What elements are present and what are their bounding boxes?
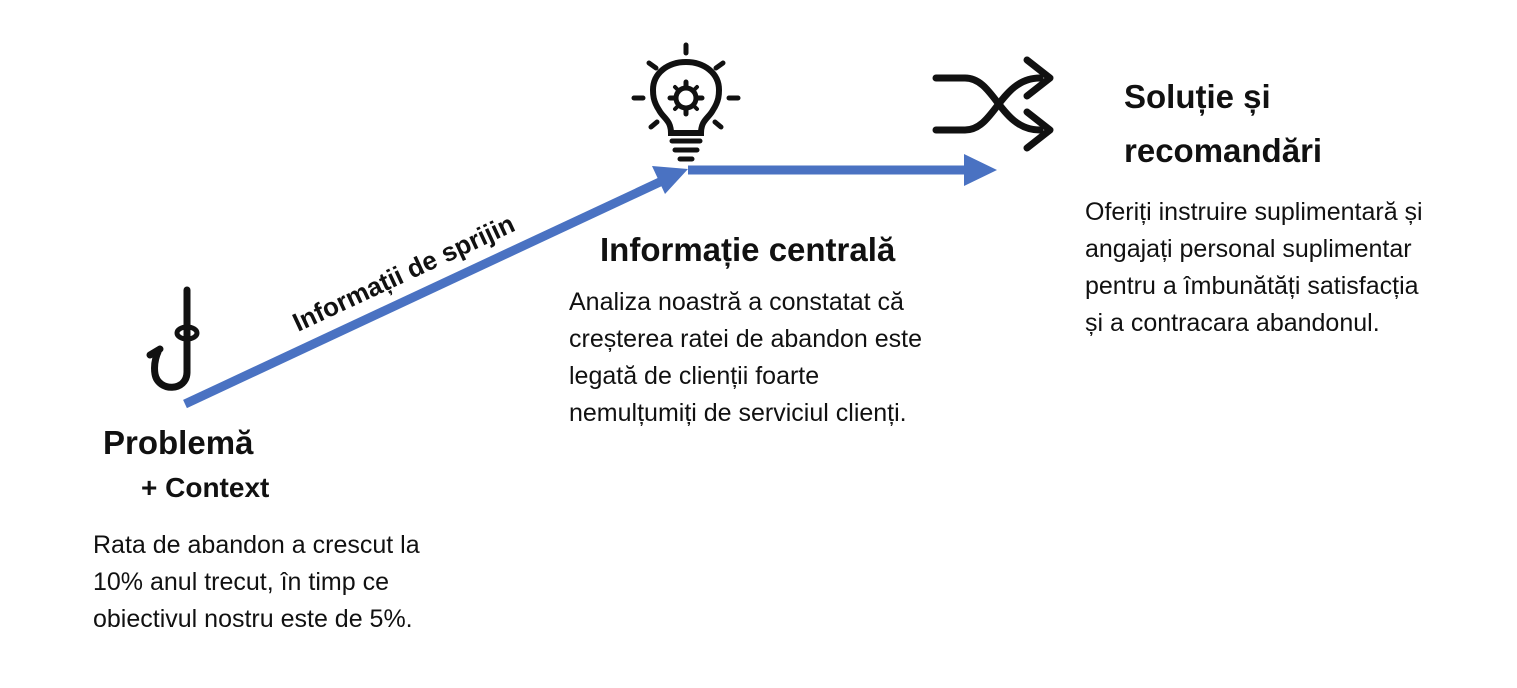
problem-text: Rata de abandon a crescut la 10% anul tr… — [93, 527, 420, 638]
problem-subtitle: + Context — [141, 472, 270, 503]
solution-text: Oferiți instruire suplimentară și angaja… — [1085, 194, 1423, 342]
central-text-line: legată de clienții foarte — [569, 362, 820, 390]
central-title: Informație centrală — [600, 231, 896, 268]
solution-title-line: Soluție și — [1124, 78, 1271, 115]
problem-text-line: obiectivul nostru este de 5%. — [93, 605, 413, 633]
central-text-line: nemulțumiți de serviciul clienți. — [569, 399, 907, 427]
central-text-line: creșterea ratei de abandon este — [569, 325, 923, 353]
solution-text-line: angajați personal suplimentar — [1085, 235, 1412, 263]
rising-arrow-shaft — [183, 176, 664, 409]
problem-text-line: 10% anul trecut, în timp ce — [93, 568, 389, 596]
problem-text-line: Rata de abandon a crescut la — [93, 531, 420, 559]
rising-arrow-head — [652, 166, 688, 194]
shuffle-arrows-icon — [932, 56, 1054, 152]
solution-text-line: pentru a îmbunătăți satisfacția — [1085, 272, 1419, 300]
solution-title: Soluție și recomandări — [1124, 70, 1322, 178]
central-text: Analiza noastră a constatat că creșterea… — [569, 284, 922, 432]
horizontal-arrow — [688, 154, 997, 186]
horizontal-arrow-head — [964, 154, 997, 186]
solution-text-line: Oferiți instruire suplimentară și — [1085, 198, 1423, 226]
lightbulb-gear-icon — [631, 42, 741, 162]
solution-title-line: recomandări — [1124, 132, 1323, 169]
problem-title: Problemă — [103, 424, 254, 461]
central-text-line: Analiza noastră a constatat că — [569, 288, 904, 316]
solution-text-line: și a contracara abandonul. — [1085, 309, 1380, 337]
fishing-hook-icon — [146, 286, 200, 391]
rising-arrow — [183, 166, 688, 409]
gear-icon — [667, 79, 705, 117]
arrow-label: Informații de sprijin — [288, 208, 519, 337]
